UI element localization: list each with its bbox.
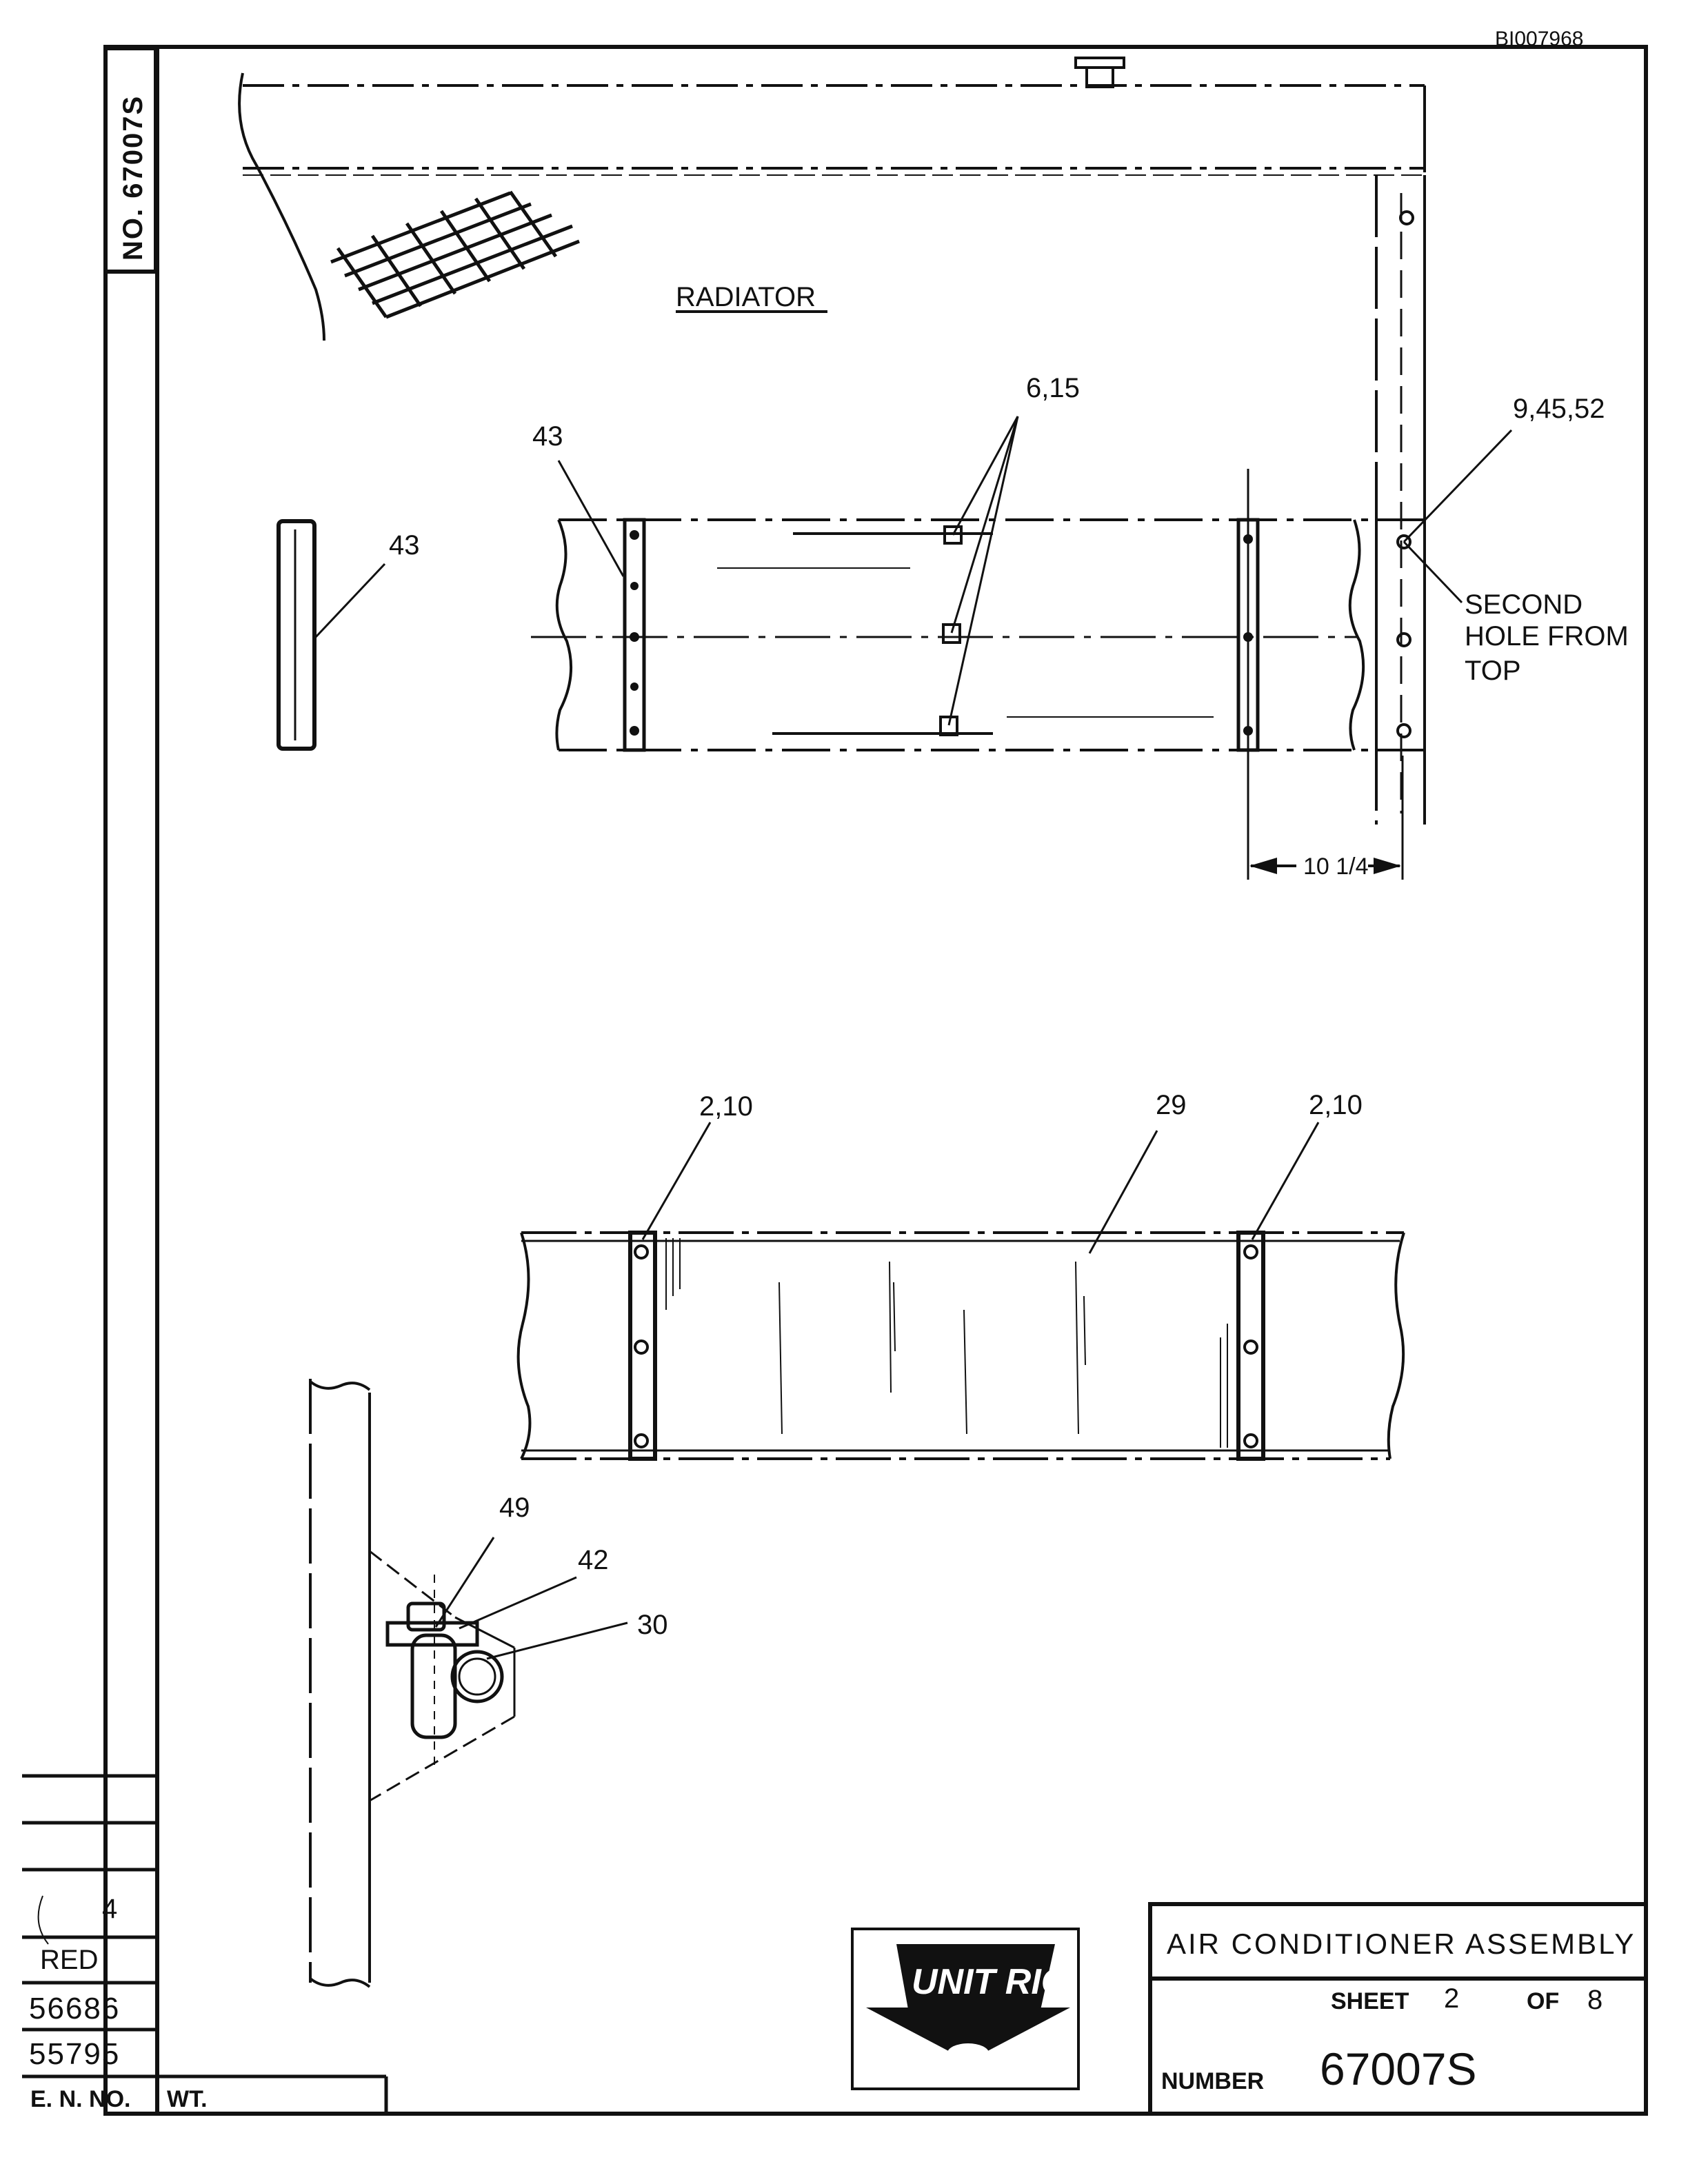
drawing-number: 67007S — [1320, 2043, 1477, 2094]
logo-text: UNIT RIG — [912, 1962, 1069, 2002]
separate-strip — [277, 519, 316, 751]
leader-mid-left — [641, 1122, 712, 1240]
clamp-hole — [1243, 1433, 1258, 1448]
callout-bottom-c: 30 — [637, 1610, 668, 1640]
callout-mid-center: 29 — [1156, 1090, 1187, 1120]
callout-mid-right: 2,10 — [1309, 1090, 1363, 1120]
filter-dryer — [385, 1575, 504, 1765]
dimension-label: 10 1/4 — [1303, 853, 1369, 880]
callout-mid-left: 2,10 — [699, 1091, 753, 1122]
strip-rivet — [630, 682, 639, 691]
title-block-title: AIR CONDITIONER ASSEMBLY — [1167, 1928, 1636, 1960]
radiator-shroud — [238, 57, 1426, 341]
side-number: NO. 67007S — [118, 95, 148, 261]
leader-note — [1403, 540, 1463, 604]
callout-strip-main: 43 — [532, 421, 563, 452]
sheet-total: 8 — [1587, 1985, 1602, 2015]
side-number-box: NO. 67007S — [103, 46, 158, 274]
callout-strip-left: 43 — [389, 530, 420, 560]
leader-mid-right — [1251, 1122, 1320, 1240]
revision-col-wt: WT. — [167, 2086, 208, 2112]
note-line-3: TOP — [1465, 656, 1521, 686]
note-line-1: SECOND — [1465, 589, 1582, 620]
sheet-of-label: OF — [1527, 1988, 1559, 2014]
bolt-hole — [1396, 723, 1411, 738]
leader-squares — [947, 416, 1019, 726]
clamp-hole — [1243, 1339, 1258, 1355]
bolt-hole — [1396, 632, 1411, 647]
bolt-hole — [1396, 534, 1411, 549]
title-block — [1148, 1902, 1648, 2116]
note-line-2: HOLE FROM — [1465, 621, 1629, 651]
number-label: NUMBER — [1161, 2068, 1264, 2094]
leader-bottom-c — [486, 1621, 628, 1660]
revision-partial-2: RED — [40, 1945, 98, 1975]
strip-rivet — [630, 632, 639, 642]
leader-bolts — [1403, 429, 1513, 543]
radiator-assembly-middle — [516, 1231, 1405, 1461]
clamp-hole — [634, 1339, 649, 1355]
clamp-hole — [634, 1433, 649, 1448]
unit-rig-logo: UNIT RIG — [851, 1928, 1080, 2090]
leader-bottom-a — [434, 1537, 495, 1628]
dimension-10-1-4 — [1247, 469, 1404, 880]
callout-squares: 6,15 — [1026, 373, 1080, 403]
strip-rivet — [630, 582, 639, 590]
retainer-square — [939, 716, 958, 736]
callout-bolts: 9,45,52 — [1513, 394, 1605, 424]
callout-bottom-a: 49 — [499, 1493, 530, 1523]
strip-rivet — [630, 530, 639, 540]
leader-strip-main — [557, 460, 625, 577]
callout-bottom-b: 42 — [578, 1545, 609, 1575]
sheet-number: 2 — [1444, 1983, 1459, 2014]
radiator-title: RADIATOR — [676, 282, 816, 312]
note-second-hole: SECOND HOLE FROM TOP — [1465, 589, 1629, 686]
clamp-hole — [1243, 1244, 1258, 1260]
drawing-border — [103, 45, 1648, 2116]
revision-block — [22, 1774, 388, 2114]
leader-bottom-b — [459, 1576, 577, 1630]
revision-row-2: 55795 — [29, 2037, 120, 2071]
clamp-hole — [634, 1244, 649, 1260]
strip-rivet — [630, 726, 639, 736]
radiator-core-mesh — [330, 190, 580, 319]
leader-strip-left — [314, 563, 386, 638]
retainer-square — [943, 525, 963, 545]
retainer-square — [942, 623, 961, 644]
radiator-assembly-top — [531, 518, 1426, 752]
revision-partial-1: 4 — [102, 1894, 117, 1924]
revision-row-1: 56686 — [29, 1992, 120, 2025]
revision-col-eno: E. N. NO. — [30, 2086, 130, 2112]
leader-mid-center — [1088, 1130, 1158, 1254]
sheet-label: SHEET — [1331, 1988, 1409, 2014]
